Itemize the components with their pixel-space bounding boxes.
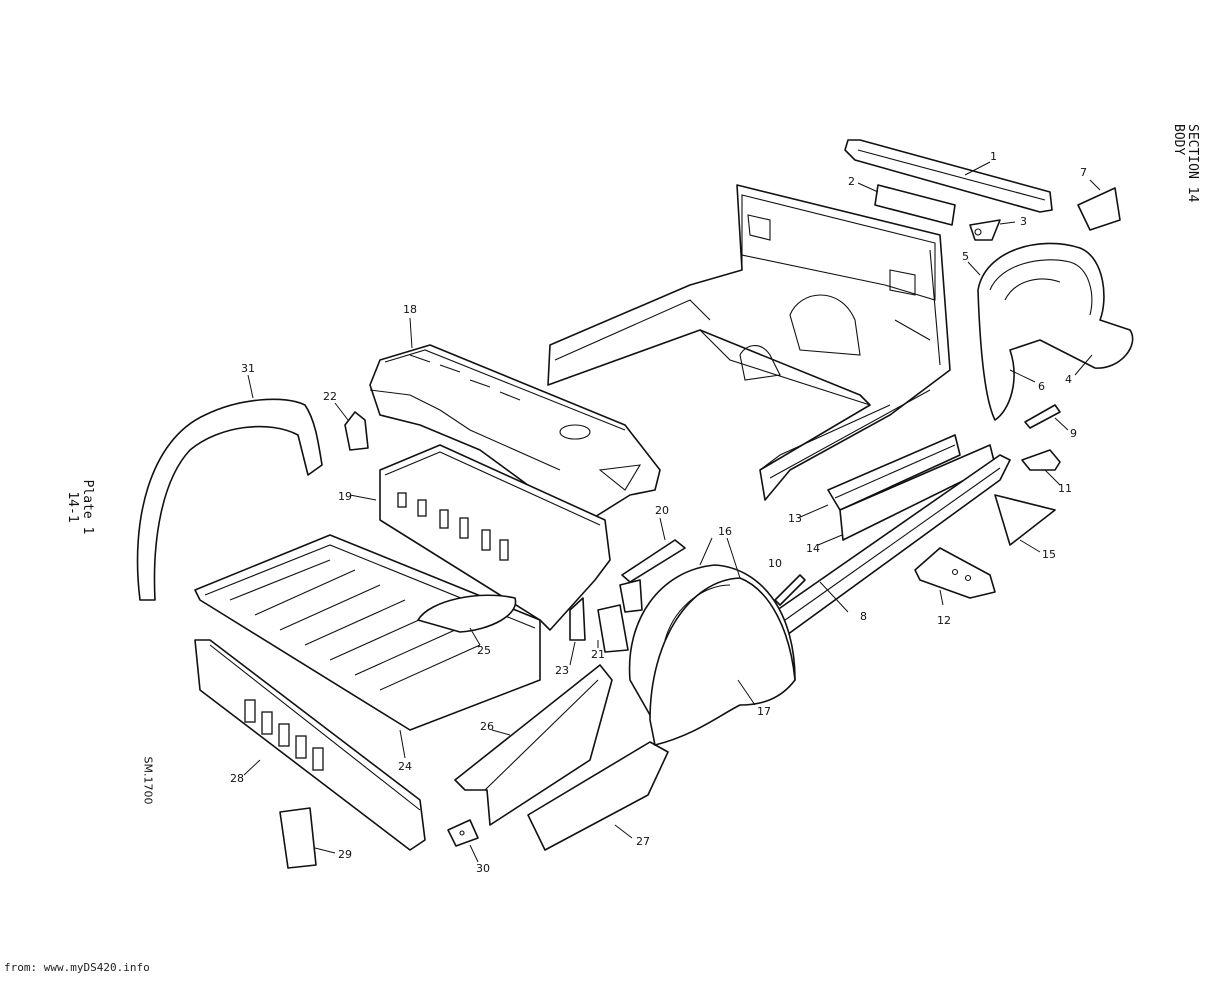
main-floor-assembly <box>547 184 951 501</box>
part-callouts: 1 2 3 4 5 6 7 8 9 10 11 12 13 14 15 16 1… <box>230 150 1087 875</box>
callout-1: 1 <box>990 150 997 163</box>
part-22-bracket <box>334 402 369 451</box>
callout-27: 27 <box>636 835 650 848</box>
part-21-23-brackets <box>569 579 643 666</box>
part-24-boot-floor <box>194 534 541 759</box>
callout-26: 26 <box>480 720 494 733</box>
part-15-gusset <box>994 494 1056 553</box>
plate-label: Plate 1 14-1 <box>65 462 95 552</box>
section-subtitle: BODY <box>1171 124 1186 156</box>
callout-17: 17 <box>757 705 771 718</box>
callout-11: 11 <box>1058 482 1072 495</box>
callout-25: 25 <box>477 644 491 657</box>
callout-29: 29 <box>338 848 352 861</box>
callout-31: 31 <box>241 362 255 375</box>
part-19-rear-panel <box>349 444 611 631</box>
part-7-corner-panel <box>1077 179 1121 231</box>
callout-14: 14 <box>806 542 820 555</box>
plate-title: Plate 1 <box>80 479 95 535</box>
part-25-spare-wheel-cover <box>417 594 517 646</box>
part-4-5-6-wheel-arch <box>967 242 1134 421</box>
callout-6: 6 <box>1038 380 1045 393</box>
reference-code: SM.1700 <box>141 756 155 805</box>
callout-18: 18 <box>403 303 417 316</box>
callout-28: 28 <box>230 772 244 785</box>
callout-8: 8 <box>860 610 867 623</box>
section-heading: SECTION 14 BODY <box>1171 124 1200 254</box>
callout-9: 9 <box>1070 427 1077 440</box>
part-11-bracket <box>1021 449 1061 486</box>
callout-30: 30 <box>476 862 490 875</box>
callout-20: 20 <box>655 504 669 517</box>
part-13-14-sills <box>797 434 996 546</box>
plate-number: 14-1 <box>65 491 80 523</box>
source-footer: from: www.myDS420.info <box>4 961 150 974</box>
part-1-crossmember <box>844 139 1053 213</box>
part-28-rear-panel <box>194 639 426 851</box>
part-9-strip <box>1024 404 1069 431</box>
callout-4: 4 <box>1065 373 1072 386</box>
callout-21: 21 <box>591 648 605 661</box>
part-27-valance <box>527 741 669 851</box>
part-29-bracket <box>279 807 336 869</box>
callout-19: 19 <box>338 490 352 503</box>
callout-13: 13 <box>788 512 802 525</box>
callout-22: 22 <box>323 390 337 403</box>
callout-16: 16 <box>718 525 732 538</box>
callout-12: 12 <box>937 614 951 627</box>
part-31-wheel-arch-trim <box>136 374 323 601</box>
callout-5: 5 <box>962 250 969 263</box>
part-30-plate <box>447 819 479 863</box>
callout-2: 2 <box>848 175 855 188</box>
callout-10: 10 <box>768 557 782 570</box>
callout-7: 7 <box>1080 166 1087 179</box>
callout-15: 15 <box>1042 548 1056 561</box>
part-3-bracket <box>969 219 1016 241</box>
part-18-rear-deck <box>369 317 661 521</box>
callout-3: 3 <box>1020 215 1027 228</box>
part-8-10-sill <box>769 454 1011 641</box>
callout-24: 24 <box>398 760 412 773</box>
section-title: SECTION 14 <box>1185 124 1200 203</box>
part-2-panel <box>857 182 956 226</box>
part-26-valance <box>454 664 613 826</box>
part-12-bracket <box>914 547 996 606</box>
callout-23: 23 <box>555 664 569 677</box>
part-16-17-wheel-arch <box>628 537 796 746</box>
part-20-strip <box>621 517 686 583</box>
